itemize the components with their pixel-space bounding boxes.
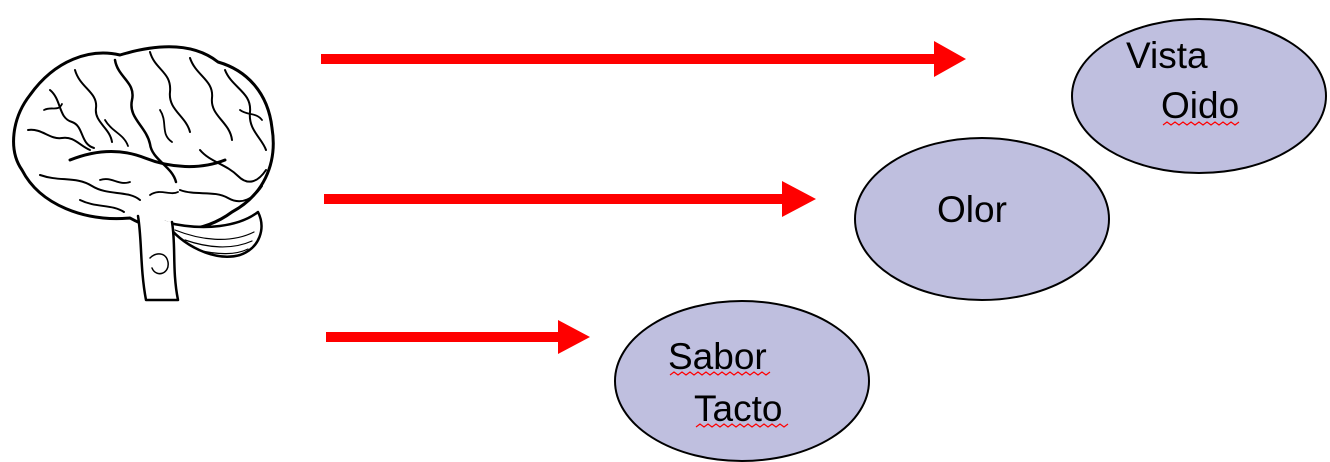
spellcheck-underline [695,423,789,428]
sense-ellipse-bottom: Sabor Tacto [614,300,870,462]
arrow-bottom [326,320,590,354]
sense-ellipse-top: Vista Oido [1071,18,1327,174]
spellcheck-underline [669,371,771,376]
sense-label-oido: Oido [1161,85,1239,126]
arrow-top [321,41,966,77]
sense-label-vista: Vista [1126,35,1208,76]
arrow-middle [324,181,816,217]
sense-ellipse-middle: Olor [854,137,1110,301]
spellcheck-underline [1162,121,1240,126]
brain-icon [12,45,275,302]
sense-label-sabor: Sabor [668,336,767,377]
sense-label-tacto: Tacto [694,388,782,429]
sense-label-olor: Olor [937,189,1007,230]
